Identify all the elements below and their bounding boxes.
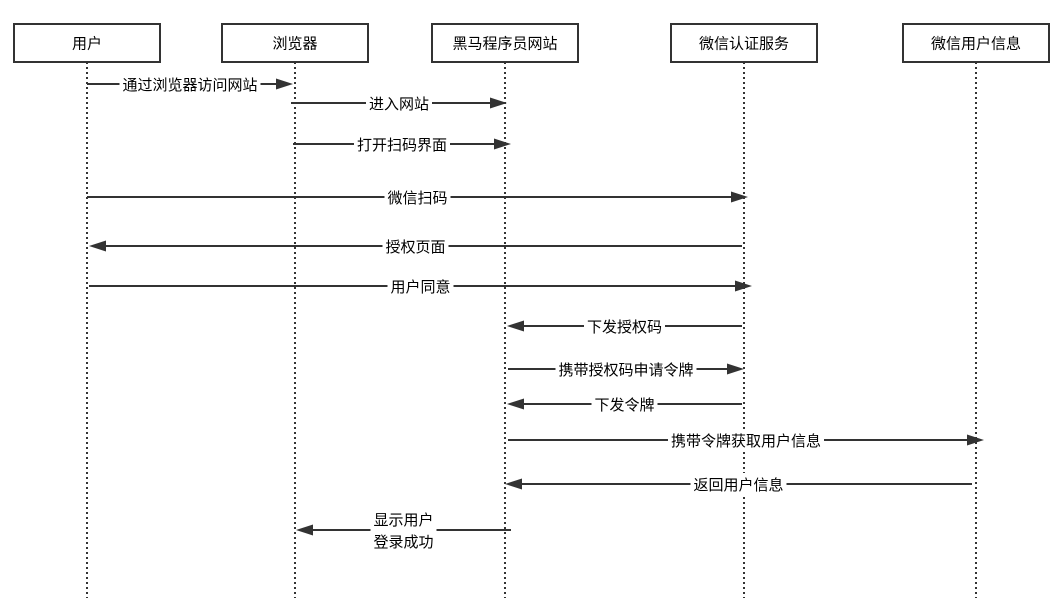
message-label-background <box>384 186 451 208</box>
message-9: 下发令牌 <box>507 393 742 415</box>
message-label: 授权页面 <box>385 238 445 256</box>
arrowhead-icon <box>296 524 313 536</box>
participant-box <box>431 23 579 63</box>
message-label-background <box>555 358 697 380</box>
message-5: 授权页面 <box>89 235 742 257</box>
arrowhead-icon <box>507 398 524 410</box>
message-8: 携带授权码申请令牌 <box>508 358 744 380</box>
arrowhead-icon <box>727 363 744 375</box>
message-12: 显示用户登录成功 <box>296 508 511 552</box>
participant-wxauth: 微信认证服务 <box>670 23 818 63</box>
arrowhead-icon <box>276 78 293 90</box>
participant-wxinfo: 微信用户信息 <box>902 23 1050 63</box>
message-label: 打开扫码界面 <box>357 136 447 154</box>
arrowhead-icon <box>967 434 984 446</box>
message-label: 进入网站 <box>369 95 429 113</box>
message-label: 返回用户信息 <box>693 476 783 494</box>
message-label-background <box>119 73 261 95</box>
participant-site: 黑马程序员网站 <box>431 23 579 63</box>
participant-label: 浏览器 <box>272 35 317 53</box>
arrowhead-icon <box>505 478 522 490</box>
participant-box <box>670 23 818 63</box>
message-6: 用户同意 <box>89 275 752 297</box>
message-2: 进入网站 <box>291 92 507 114</box>
message-label: 用户同意 <box>390 278 450 296</box>
message-10: 携带令牌获取用户信息 <box>508 429 984 451</box>
message-label: 下发令牌 <box>594 396 654 414</box>
message-label: 微信扫码 <box>387 189 447 207</box>
message-label: 下发授权码 <box>587 318 662 336</box>
participant-box <box>13 23 161 63</box>
arrowhead-icon <box>507 320 524 332</box>
message-label: 携带授权码申请令牌 <box>558 361 693 379</box>
message-4: 微信扫码 <box>87 186 748 208</box>
participant-user: 用户 <box>13 23 161 63</box>
message-3: 打开扫码界面 <box>293 133 511 155</box>
message-label-background <box>370 508 437 552</box>
participant-label: 微信用户信息 <box>931 35 1021 53</box>
message-label-background <box>387 275 454 297</box>
participant-box <box>221 23 369 63</box>
message-label: 显示用户登录成功 <box>373 511 433 551</box>
arrowhead-icon <box>89 240 106 252</box>
message-label: 通过浏览器访问网站 <box>122 76 257 94</box>
arrowhead-icon <box>490 97 507 109</box>
message-label-background <box>366 92 432 114</box>
message-label-background <box>591 393 658 415</box>
message-label-background <box>668 429 824 451</box>
message-label-background <box>690 473 787 495</box>
participant-box <box>902 23 1050 63</box>
message-1: 通过浏览器访问网站 <box>87 73 293 95</box>
message-11: 返回用户信息 <box>505 473 972 495</box>
arrowhead-icon <box>735 280 752 292</box>
arrowhead-icon <box>731 191 748 203</box>
message-label-background <box>382 235 449 257</box>
message-7: 下发授权码 <box>507 315 742 337</box>
arrowhead-icon <box>494 138 511 150</box>
message-label-background <box>584 315 665 337</box>
message-label-background <box>354 133 450 155</box>
message-label: 携带令牌获取用户信息 <box>671 432 821 450</box>
participant-label: 黑马程序员网站 <box>452 35 557 53</box>
participant-browser: 浏览器 <box>221 23 369 63</box>
participant-label: 微信认证服务 <box>699 35 789 53</box>
participant-label: 用户 <box>72 35 102 53</box>
